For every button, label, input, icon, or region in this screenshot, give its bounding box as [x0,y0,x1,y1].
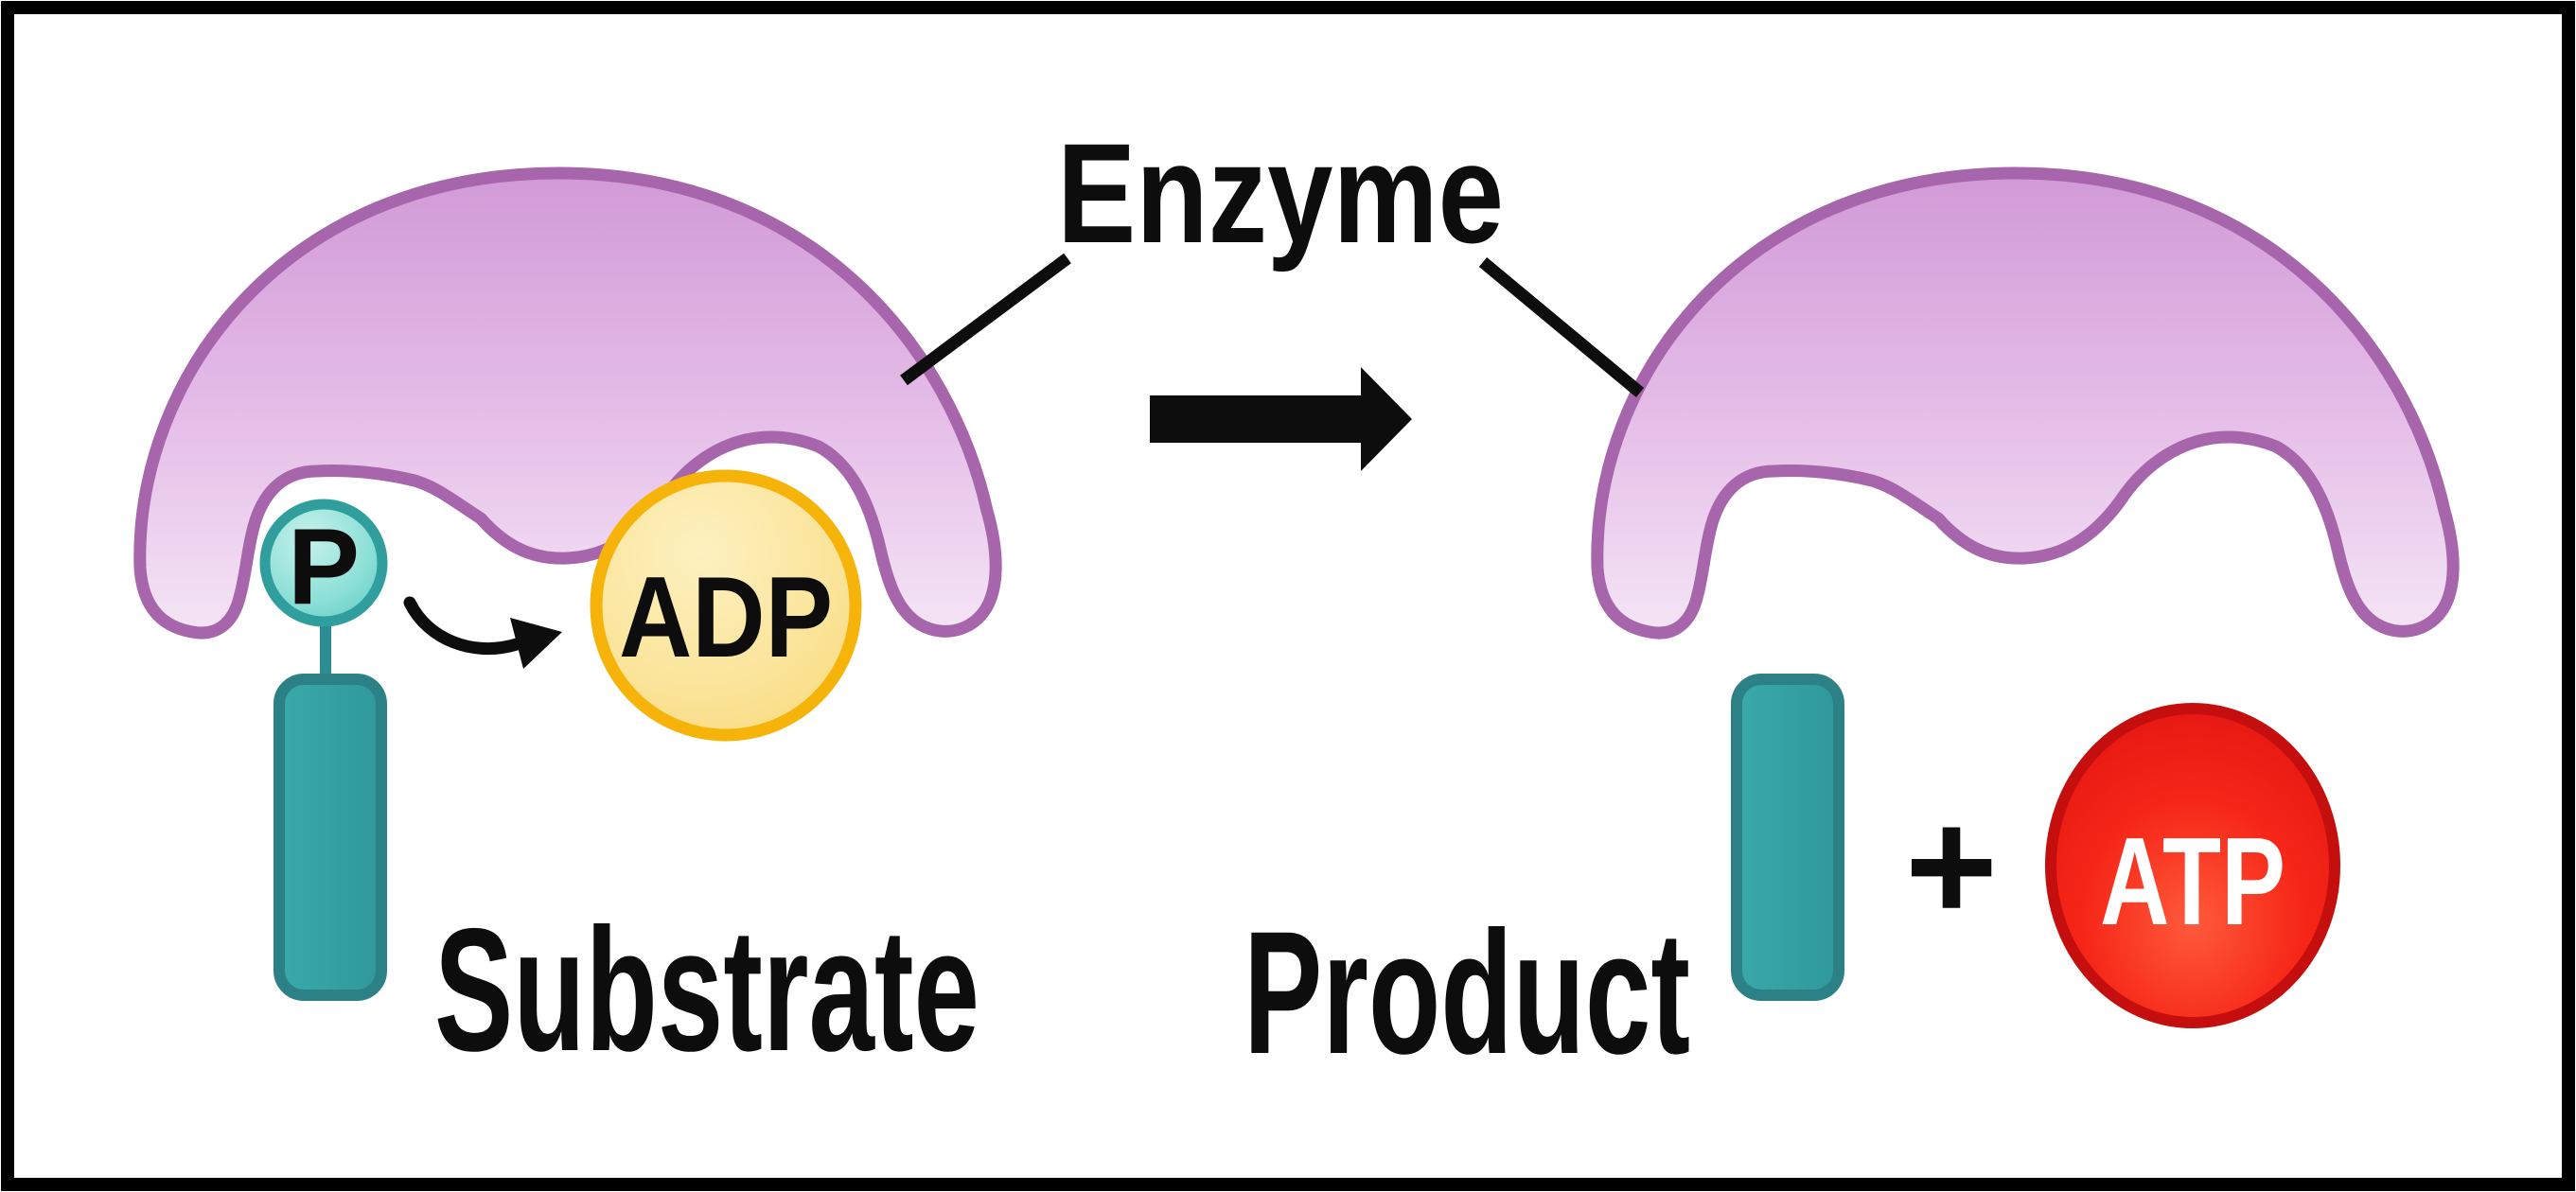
atp-circle [2045,703,2340,1028]
reaction-arrow [1150,367,1412,471]
phosphate-transfer-arrowhead [510,618,562,669]
substrate-bar [273,674,387,1001]
phosphate-transfer-arrow [403,596,523,656]
enzyme-pointer-line-left [900,253,1071,386]
adp-label: ADP [619,552,833,681]
enzyme-label: Enzyme [1057,114,1504,272]
enzyme-pointer-line-right [1478,257,1645,397]
phosphate-label: P [288,507,360,627]
phosphate-circle [259,499,388,627]
plus-sign: + [1905,777,1998,955]
substrate-label: Substrate [434,893,979,1088]
adp-circle [590,469,862,742]
product-label: Product [1244,896,1690,1091]
product-bar [1731,674,1844,1001]
atp-label: ATP [2100,812,2285,951]
